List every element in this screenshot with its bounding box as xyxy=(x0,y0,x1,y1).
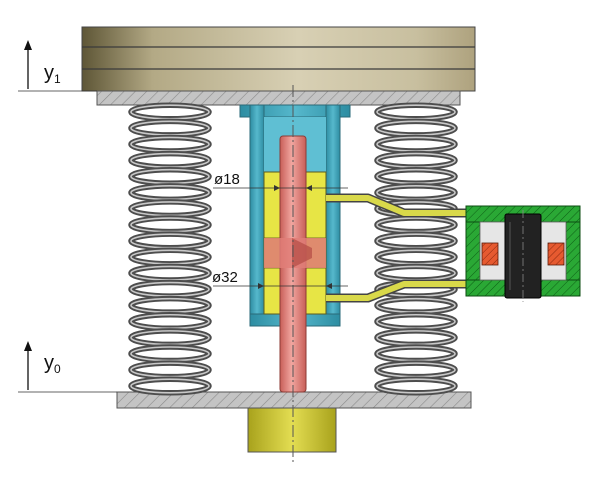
up-arrow-icon-head xyxy=(24,40,32,50)
y1-label: y1 xyxy=(44,62,61,86)
y1-indicator xyxy=(18,40,97,92)
y0-label-sub: 0 xyxy=(54,362,61,376)
y0-label: y0 xyxy=(44,352,61,376)
piston-rod xyxy=(264,135,326,393)
spring-coil-highlight xyxy=(130,378,210,394)
spring-coil-highlight xyxy=(376,378,456,394)
right-spring xyxy=(374,102,458,396)
cylinder-housing xyxy=(239,104,351,327)
valve-unit xyxy=(465,205,581,302)
dimension-label-small: ø18 xyxy=(214,171,240,188)
dimension-lines xyxy=(213,185,348,289)
y1-label-sub: 1 xyxy=(54,72,61,86)
top-mass xyxy=(81,26,476,92)
up-arrow-icon-head xyxy=(24,341,32,351)
base-foot xyxy=(247,407,337,453)
y1-label-main: y xyxy=(44,62,54,84)
hydraulic-pipes xyxy=(326,193,468,303)
y0-label-main: y xyxy=(44,352,54,374)
left-spring xyxy=(128,102,212,396)
dimension-label-large: ø32 xyxy=(212,269,238,286)
y0-indicator xyxy=(18,341,117,393)
